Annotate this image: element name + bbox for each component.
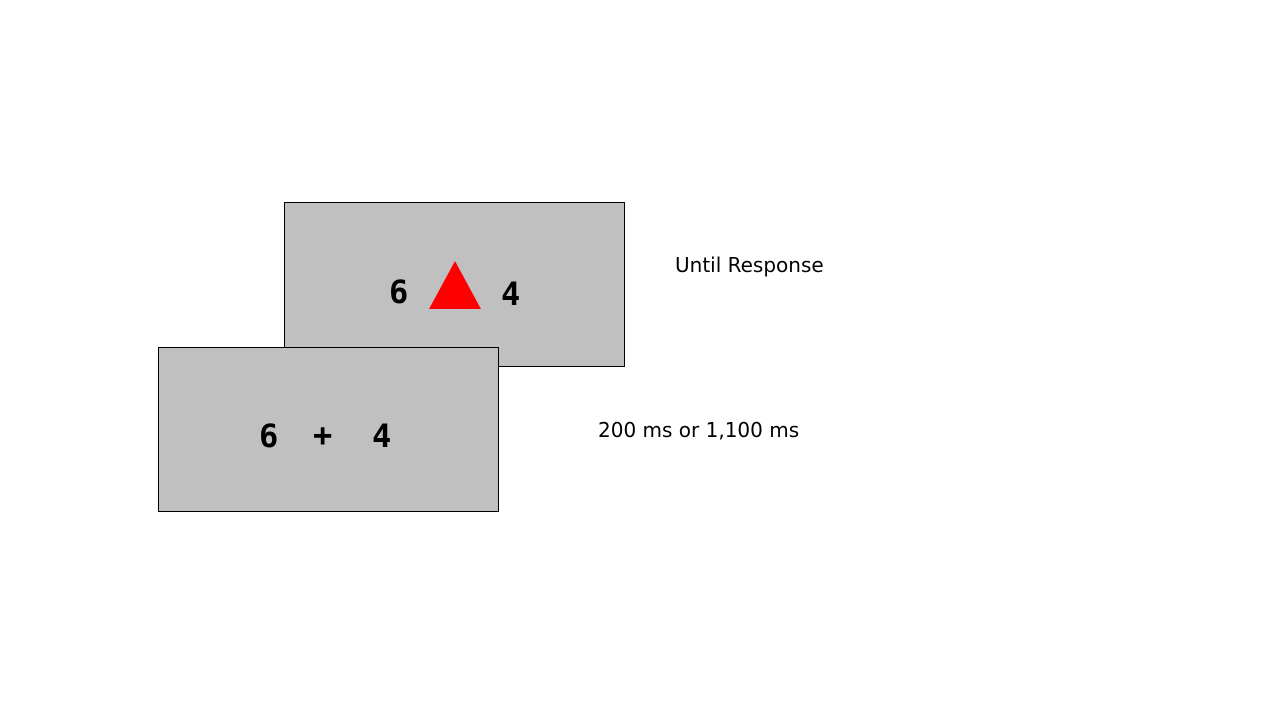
- target-screen: 6 4: [284, 202, 625, 367]
- fixation-right-number: 4: [372, 417, 392, 455]
- triangle-shape: [429, 261, 481, 309]
- fixation-duration-label: 200 ms or 1,100 ms: [598, 418, 800, 442]
- fixation-screen: 6 + 4: [158, 347, 499, 512]
- target-duration-label: Until Response: [675, 253, 824, 277]
- target-right-number: 4: [501, 275, 521, 313]
- target-left-number: 6: [389, 273, 409, 311]
- triangle-icon: [428, 261, 482, 309]
- fixation-cross: +: [313, 416, 333, 454]
- fixation-left-number: 6: [259, 417, 279, 455]
